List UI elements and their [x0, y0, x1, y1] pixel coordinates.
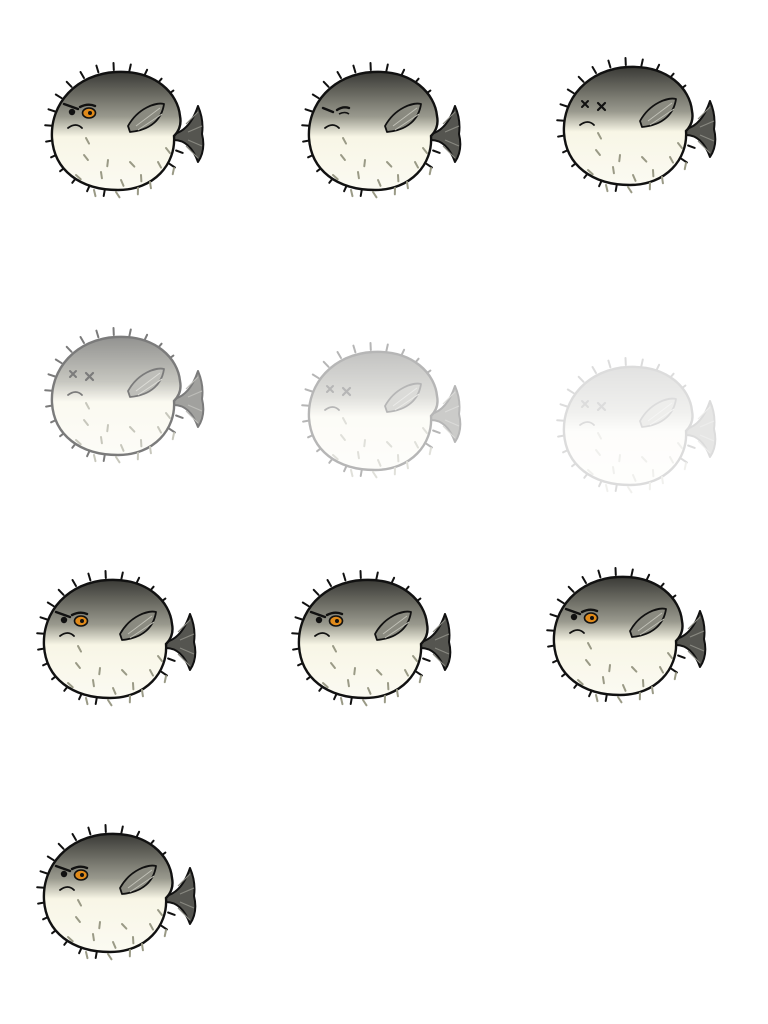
pufferfish-icon [36, 570, 197, 707]
pufferfish-icon [301, 342, 462, 479]
pufferfish-icon [44, 327, 205, 464]
pufferfish-icon [291, 570, 452, 707]
pufferfish-icon [44, 62, 205, 199]
pufferfish-sprite-10 [36, 822, 228, 962]
pufferfish-sprite-7 [36, 568, 228, 708]
pufferfish-icon [301, 62, 462, 199]
pufferfish-icon [556, 357, 717, 494]
pufferfish-sprite-4 [44, 325, 236, 465]
x-eyes-icon [326, 385, 352, 397]
x-eyes-icon [581, 400, 607, 412]
x-eyes-icon [69, 370, 95, 382]
pufferfish-sprite-9 [546, 565, 738, 705]
pufferfish-icon [546, 567, 707, 704]
pufferfish-sprite-5 [301, 340, 493, 480]
pufferfish-sprite-1 [44, 60, 236, 200]
pufferfish-sprite-3 [556, 55, 748, 195]
pufferfish-icon [556, 57, 717, 194]
pufferfish-sprite-2 [301, 60, 493, 200]
pufferfish-sprite-6 [556, 355, 748, 495]
x-eyes-icon [581, 100, 607, 112]
pufferfish-icon [36, 824, 197, 961]
pufferfish-sprite-8 [291, 568, 483, 708]
